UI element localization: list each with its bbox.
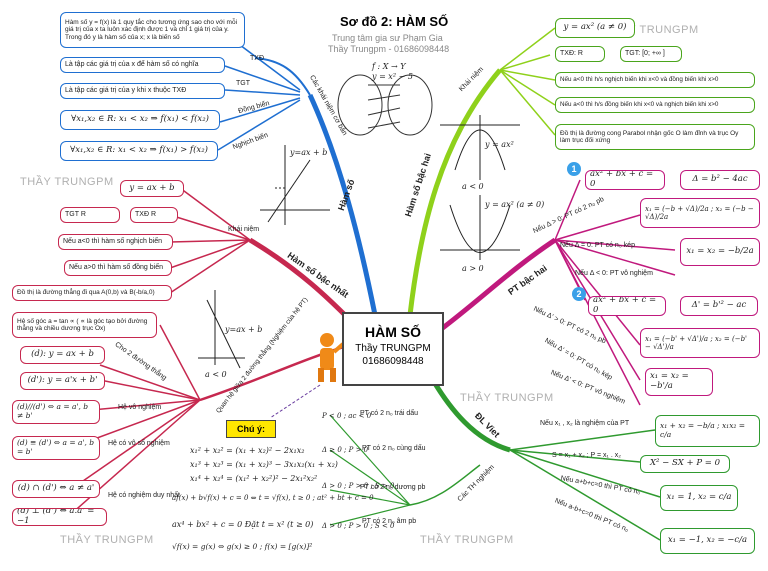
pt-roots-1: x₁ = (−b + √Δ)/2a ; x₂ = (−b − √Δ)/2a: [640, 198, 760, 228]
viet-r4: x₁ = −1, x₂ = −c/a: [660, 528, 755, 554]
bac-hai-n2: Nếu a<0 thì h/s đồng biến khi x<0 và ngh…: [555, 97, 755, 113]
chu-y-f1: x₁² + x₂² = (x₁ + x₂)² − 2x₁x₂: [190, 446, 305, 455]
badge-1: 1: [567, 162, 581, 176]
bac-hai-eq: y = ax² (a ≠ 0): [555, 18, 635, 38]
label-txd: TXĐ: [250, 55, 264, 62]
center-node[interactable]: HÀM SỐ Thầy TRUNGPM 01686098448: [342, 312, 444, 386]
pt-label-vn: Nếu Δ < 0: PT vô nghiệm: [575, 270, 653, 277]
pt-roots-2: x₁ = (−b' + √Δ')/a ; x₂ = (−b' − √Δ')/a: [640, 328, 760, 358]
pt-eq-2: ax² + bx + c = 0: [588, 296, 666, 316]
pt-delta-2: Δ' = b'² − ac: [680, 296, 758, 316]
graph-a-lt-2: a < 0: [205, 370, 227, 379]
graph-linear-2: y=ax + b: [225, 325, 263, 334]
bac-nhat-parallel: (d)//(d') ⇔ a = a', b ≠ b': [12, 400, 100, 424]
viet-c2: PT có 2 n₀ cùng dấu: [362, 445, 426, 452]
ham-so-tgt: Là tập các giá trị của y khi x thuộc TXĐ: [60, 83, 225, 99]
bac-nhat-line: Đồ thị là đường thẳng đi qua A(0,b) và B…: [12, 285, 172, 301]
viet-l1: Nếu x₁ , x₂ là nghiệm của PT: [540, 420, 630, 427]
label-khai-niem-bn: Khái niệm: [228, 226, 260, 233]
pt-eq-1: ax² + bx + c = 0: [585, 170, 665, 190]
chu-y-f2: x₁³ + x₂³ = (x₁ + x₂)³ − 3x₁x₂(x₁ + x₂): [190, 460, 338, 469]
chu-y-label: Chú ý:: [226, 420, 276, 438]
viet-c3: PT có 2 n₀ dương pb: [360, 484, 426, 491]
graph-parabola-1: y = ax²: [485, 140, 514, 149]
graph-mapping-fx: y = x² − 5: [372, 72, 413, 81]
center-teacher: Thầy TRUNGPM: [355, 343, 431, 354]
bac-nhat-eq: y = ax + b: [120, 180, 184, 197]
viet-c1: PT có 2 n₀ trái dấu: [360, 410, 419, 417]
ham-so-txd: Là tập các giá trị của x để hàm số có ng…: [60, 57, 225, 73]
pt-delta-1: Δ = b² − 4ac: [680, 170, 760, 190]
bac-nhat-perp: (d) ⊥ (d') ⇔ a.a' = −1: [12, 508, 107, 526]
bac-nhat-cut: (d) ∩ (d') ⇔ a ≠ a': [12, 480, 100, 498]
viet-k3: Δ > 0 ; P > 0 ; S > 0: [322, 482, 395, 490]
viet-r3: x₁ = 1, x₂ = c/a: [660, 485, 738, 511]
bac-hai-tgt: TGT: [0; +∞ ]: [620, 46, 682, 62]
page-title: Sơ đồ 2: HÀM SỐ: [340, 14, 449, 29]
viet-r2: X² − SX + P = 0: [640, 455, 730, 473]
bac-nhat-txd: TXĐ R: [130, 207, 178, 223]
label-vo-so: Hệ có vô số nghiệm: [108, 440, 170, 447]
bac-nhat-tgt: TGT R: [60, 207, 120, 223]
badge-2: 2: [572, 287, 586, 301]
chu-y-f4: af(x) + b√f(x) + c = 0 ⇔ t = √f(x), t ≥ …: [172, 494, 374, 502]
watermark-2: THẦY TRUNGPM: [20, 176, 114, 188]
ham-so-nghich-bien: ∀x₁,x₂ ∈ R: x₁ < x₂ ⇒ f(x₁) > f(x₂): [60, 141, 218, 161]
ham-so-dong-bien: ∀x₁,x₂ ∈ R: x₁ < x₂ ⇒ f(x₁) < f(x₂): [60, 110, 220, 130]
bac-nhat-db: Nếu a>0 thì hàm số đồng biến: [64, 260, 172, 276]
pt-root-kep-1: x₁ = x₂ = −b/2a: [680, 238, 760, 266]
subtitle-center: Trung tâm gia sư Phạm Gia: [332, 33, 443, 43]
subtitle-teacher: Thầy Trungpm - 01686098448: [328, 44, 450, 54]
viet-k4: Δ > 0 ; P > 0 ; S < 0: [322, 522, 395, 530]
bac-hai-graph: Đồ thị là đường cong Parabol nhận gốc O …: [555, 124, 755, 150]
graph-a-lt: a < 0: [462, 182, 484, 191]
label-duy-nhat: Hệ có nghiệm duy nhất: [108, 492, 180, 499]
label-vo-nghiem: Hệ vô nghiệm: [118, 404, 162, 411]
viet-k1: P < 0 ; ac < 0: [322, 412, 372, 420]
graph-a-gt: a > 0: [462, 264, 484, 273]
bac-hai-n1: Nếu a<0 thì h/s nghịch biến khi x<0 và đ…: [555, 72, 755, 88]
viet-r1: x₁ + x₂ = −b/a ; x₁x₂ = c/a: [655, 415, 760, 447]
watermark-5: THẦY TRUNGPM: [420, 534, 514, 546]
graph-parabola-2: y = ax² (a ≠ 0): [485, 200, 545, 209]
bac-hai-txd: TXĐ: R: [555, 46, 605, 62]
viet-c4: PT có 2 n₀ âm pb: [362, 518, 417, 525]
watermark-4: THẦY TRUNGPM: [60, 534, 154, 546]
graph-mapping-f: f : X → Y: [372, 62, 406, 71]
viet-l2: S = x₁ + x₂ ; P = x₁ . x₂: [552, 452, 621, 459]
viet-k2: Δ ≥ 0 ; P > 0: [322, 446, 369, 454]
chu-y-f5: ax⁴ + bx² + c = 0 Đặt t = x² (t ≥ 0): [172, 520, 314, 529]
center-phone: 01686098448: [362, 356, 424, 367]
ham-so-definition: Hàm số y = f(x) là 1 quy tắc cho tương ứ…: [60, 12, 245, 48]
chu-y-f6: √f(x) = g(x) ⇔ g(x) ≥ 0 ; f(x) = [g(x)]²: [172, 542, 313, 551]
center-title: HÀM SỐ: [365, 324, 421, 340]
bac-nhat-slope: Hệ số góc a = tan ∝ ( ∝ là góc tạo bởi đ…: [12, 312, 157, 338]
bac-nhat-nb: Nếu a<0 thì hàm số nghịch biến: [58, 234, 173, 250]
pt-label-kep: Nếu Δ = 0: PT có n₀ kép: [560, 242, 635, 249]
bac-nhat-d1: (d): y = ax + b: [20, 346, 105, 364]
graph-linear-1: y=ax + b: [290, 148, 328, 157]
bac-nhat-coincide: (d) ≡ (d') ⇔ a = a', b = b': [12, 436, 100, 460]
chu-y-f3: x₁⁴ + x₂⁴ = (x₁² + x₂²)² − 2x₁²x₂²: [190, 474, 318, 483]
bac-nhat-d2: (d'): y = a'x + b': [20, 372, 105, 390]
pt-root-kep-2: x₁ = x₂ = −b'/a: [645, 368, 713, 396]
label-tgt: TGT: [236, 80, 250, 87]
watermark-3: THẦY TRUNGPM: [460, 392, 554, 404]
